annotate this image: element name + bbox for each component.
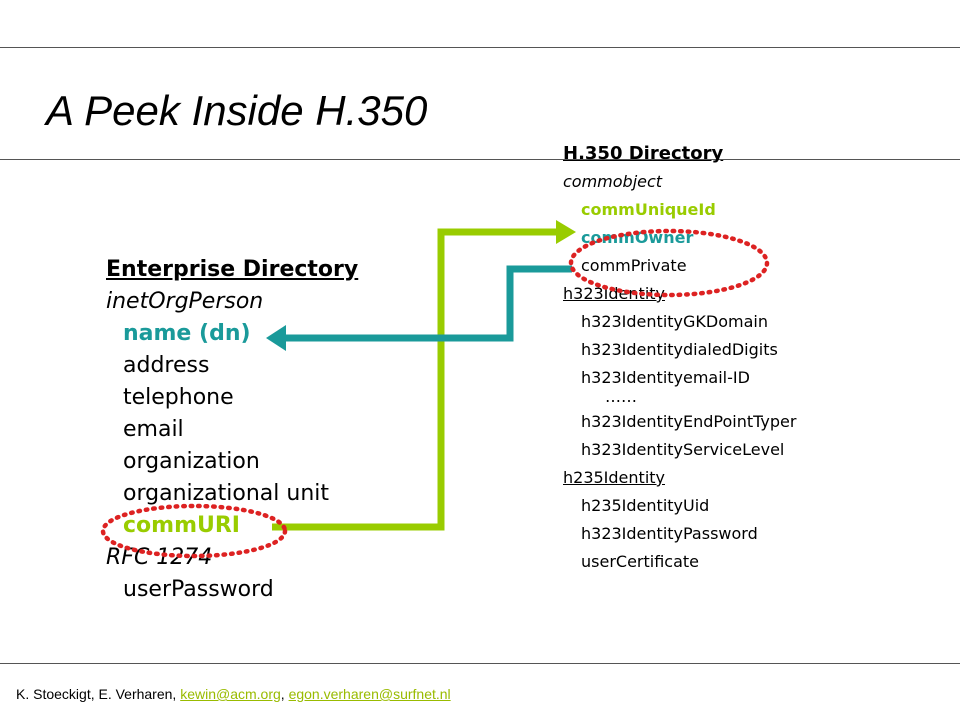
green-connector-line xyxy=(272,228,558,531)
attr-h323-password: h323IdentityPassword xyxy=(581,524,758,543)
attr-h235-uid: h235IdentityUid xyxy=(581,496,710,515)
attr-h323-dialeddigits: h323IdentitydialedDigits xyxy=(581,340,778,359)
attr-address: address xyxy=(123,353,210,378)
highlight-ellipse-commuri xyxy=(100,503,288,559)
email-link-egon[interactable]: egon.verharen@surfnet.nl xyxy=(288,686,451,702)
h235identity-class: h235Identity xyxy=(563,468,665,487)
slide-title: A Peek Inside H.350 xyxy=(46,87,428,134)
attr-commuri: commURI xyxy=(123,513,240,538)
title-rule xyxy=(0,159,960,160)
attr-email: email xyxy=(123,417,184,442)
attr-userpassword: userPassword xyxy=(123,577,274,602)
attr-communiqueid: commUniqueId xyxy=(581,200,716,219)
attr-h323-email-id: h323Identityemail-ID xyxy=(581,368,750,387)
enterprise-directory-list: Enterprise Directory inetOrgPerson name … xyxy=(106,254,358,606)
attr-usercertificate: userCertificate xyxy=(581,552,700,571)
h350-directory-heading: H.350 Directory xyxy=(563,143,724,164)
teal-connector-line xyxy=(284,265,572,342)
attr-telephone: telephone xyxy=(123,385,234,410)
attr-organizational-unit: organizational unit xyxy=(123,481,330,506)
highlight-ellipse-h350 xyxy=(568,228,770,298)
email-link-kewin[interactable]: kewin@acm.org xyxy=(180,686,281,702)
ellipsis: …… xyxy=(605,387,637,406)
footer-authors: K. Stoeckigt, E. Verharen, xyxy=(16,686,177,702)
attr-commprivate: commPrivate xyxy=(581,256,687,275)
attr-h323-endpointtyper: h323IdentityEndPointTyper xyxy=(581,412,797,431)
footer-separator: , xyxy=(280,686,285,702)
attr-name-dn: name (dn) xyxy=(123,321,251,346)
top-rule xyxy=(0,47,960,48)
h323identity-class: h323Identity xyxy=(563,284,665,303)
enterprise-directory-heading: Enterprise Directory xyxy=(106,257,359,282)
footer-rule xyxy=(0,663,960,664)
green-arrowhead xyxy=(556,220,576,244)
h350-directory-list: H.350 Directory commobject commUniqueId … xyxy=(563,140,796,576)
inetorgperson-class: inetOrgPerson xyxy=(106,289,264,314)
teal-arrowhead xyxy=(266,325,286,351)
footer-credits: K. Stoeckigt, E. Verharen, kewin@acm.org… xyxy=(16,686,451,702)
commobject-class: commobject xyxy=(563,172,663,191)
attr-organization: organization xyxy=(123,449,260,474)
attr-h323-gkdomain: h323IdentityGKDomain xyxy=(581,312,768,331)
attr-h323-servicelevel: h323IdentityServiceLevel xyxy=(581,440,785,459)
